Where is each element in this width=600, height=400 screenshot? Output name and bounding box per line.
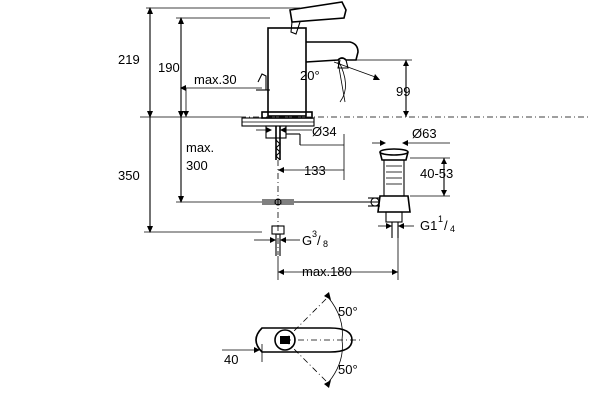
waste-thread-main: G1 [420, 218, 437, 233]
supply-thread-slash: / [317, 233, 321, 248]
waste-assembly [277, 140, 450, 280]
shank-diameter-label: Ø34 [312, 124, 337, 139]
supply-thread-den: 8 [323, 239, 328, 249]
waste-thread-label: G1 1 / 4 [420, 214, 455, 234]
waste-thread-slash: / [444, 218, 448, 233]
plan-view [222, 292, 360, 388]
vertical-dimension-lines [140, 7, 590, 233]
rotation-top-label: 50° [338, 304, 358, 319]
plan-offset-label: 40 [224, 352, 238, 367]
spout-height-label: 190 [158, 60, 180, 75]
waste-diameter-label: Ø63 [412, 126, 437, 141]
waste-height-label: 40-53 [420, 166, 453, 181]
supply-thread-num: 3 [312, 229, 317, 239]
below-deck-max-prefix: max. [186, 140, 214, 155]
lever-clearance-dimension [180, 85, 262, 117]
faucet-elevation [241, 1, 412, 255]
lever-clearance-label: max.30 [194, 72, 237, 87]
outlet-projection-label: 99 [396, 84, 410, 99]
supply-thread-main: G [302, 233, 312, 248]
rotation-bottom-label: 50° [338, 362, 358, 377]
below-total-label: 350 [118, 168, 140, 183]
lever-angle-label: 20° [300, 68, 320, 83]
below-deck-max-label: 300 [186, 158, 208, 173]
overall-height-label: 219 [118, 52, 140, 67]
waste-thread-den: 4 [450, 224, 455, 234]
waste-reach-label: max.180 [302, 264, 352, 279]
supply-connection [254, 134, 380, 256]
pull-rod-offset-label: 133 [304, 163, 326, 178]
waste-thread-num: 1 [438, 214, 443, 224]
supply-thread-label: G 3 / 8 [302, 229, 328, 249]
